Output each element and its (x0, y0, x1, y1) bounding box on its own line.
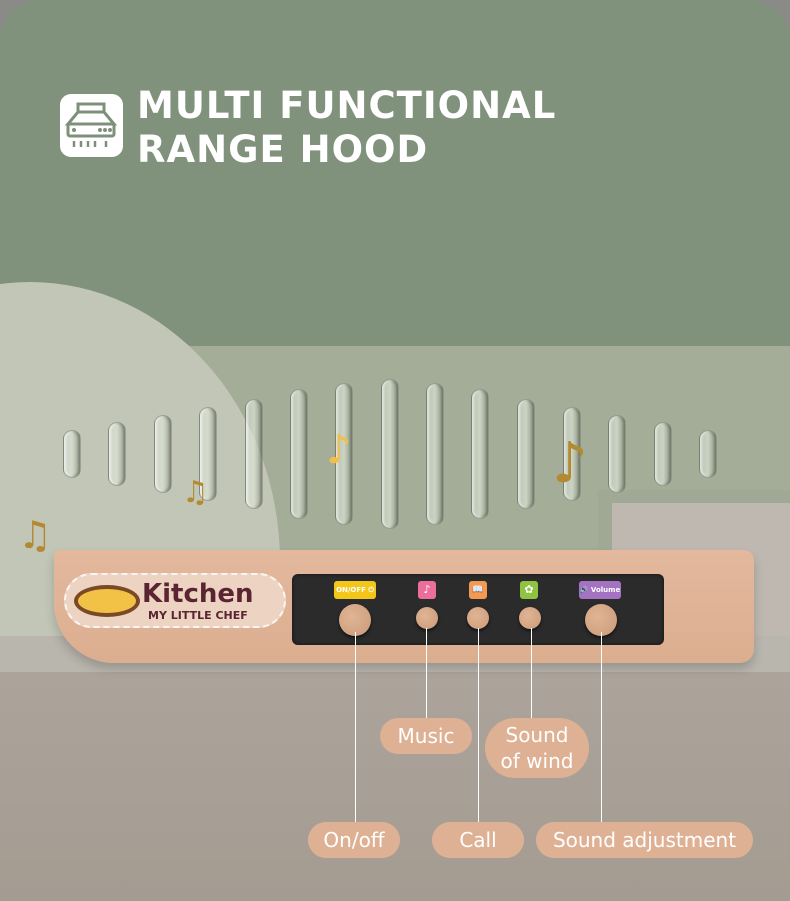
vent-slot (699, 430, 717, 478)
vent-slot (654, 422, 672, 486)
vent-slot (517, 399, 535, 509)
vent-slot (63, 430, 81, 478)
vent-slot (335, 383, 353, 525)
logo-title: Kitchen (142, 579, 254, 609)
vent-slot (426, 383, 444, 525)
volume-label: Sound adjustment (536, 822, 753, 858)
background-top (0, 0, 790, 350)
wind-label-line-1: Sound (505, 723, 569, 747)
vent-slot (381, 379, 399, 529)
call-leader-line (478, 628, 479, 822)
vent-slot (245, 399, 263, 509)
vent-slot (154, 415, 172, 493)
floor (0, 672, 790, 901)
fan-icon: ✿ (520, 581, 538, 599)
pie-icon (74, 585, 140, 617)
vent-slot (563, 407, 581, 501)
wind-label-line-2: of wind (500, 749, 574, 773)
header: MULTI FUNCTIONAL RANGE HOOD (60, 84, 556, 172)
vent-slot (108, 422, 126, 486)
logo-subtitle: MY LITTLE CHEF (148, 609, 248, 622)
music-note-icon: ♫ (182, 475, 209, 510)
volume-tag: 🔊 Volume (579, 581, 621, 599)
music-label: Music (380, 718, 472, 754)
music-note-icon: ♪ (326, 427, 352, 473)
volume-leader-line (601, 632, 602, 822)
range-hood-icon (60, 94, 123, 157)
volume-button[interactable] (585, 604, 617, 636)
vent-slot (608, 415, 626, 493)
music-note-icon: ♪ (552, 431, 588, 496)
title-line-1: MULTI FUNCTIONAL (137, 84, 557, 127)
music-leader-line (426, 628, 427, 718)
wind-button[interactable] (519, 607, 541, 629)
onoff-leader-line (355, 632, 356, 822)
call-button[interactable] (467, 607, 489, 629)
book-icon: 📖 (469, 581, 487, 599)
vent-slot (199, 407, 217, 501)
onoff-label: On/off (308, 822, 400, 858)
onoff-tag: ON/OFF ⏻ (334, 581, 376, 599)
page-title: MULTI FUNCTIONAL RANGE HOOD (137, 84, 556, 172)
music-button[interactable] (416, 607, 438, 629)
vent-slot (290, 389, 308, 519)
title-line-2: RANGE HOOD (137, 128, 429, 171)
kitchen-logo: Kitchen MY LITTLE CHEF (64, 573, 286, 628)
onoff-button[interactable] (339, 604, 371, 636)
range-hood-device: Kitchen MY LITTLE CHEF ON/OFF ⏻ ♪ 📖 ✿ 🔊 … (54, 550, 754, 663)
wind-label: Sound of wind (485, 718, 589, 778)
wind-leader-line (531, 628, 532, 718)
music-note-icon: ♪ (418, 581, 436, 599)
call-label: Call (432, 822, 524, 858)
vent-slot (471, 389, 489, 519)
music-note-icon: ♫ (18, 513, 53, 557)
